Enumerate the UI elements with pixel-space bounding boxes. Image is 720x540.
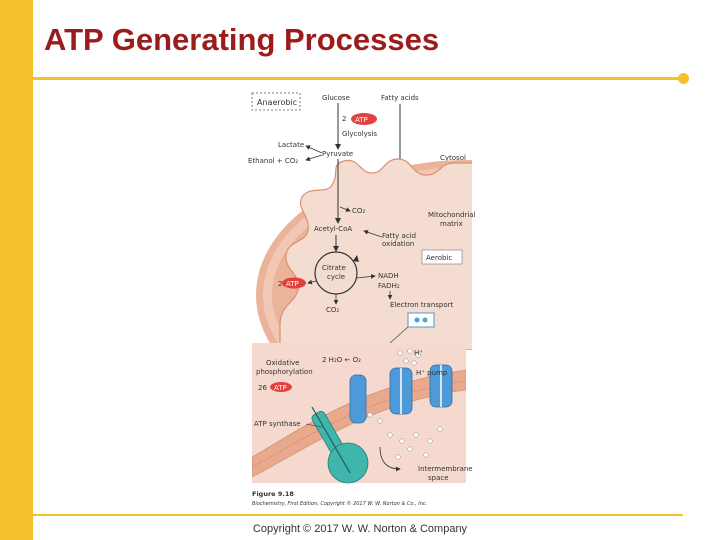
atp-oxphos-badge: [270, 382, 292, 392]
acetyl-coa-label: Acetyl-CoA: [314, 225, 352, 233]
citrate-cycle-line1: Citrate: [322, 264, 346, 272]
intermembrane-line2: space: [428, 474, 449, 482]
atp-oxphos-count: 26: [258, 384, 267, 392]
ethanol-co2-label: Ethanol + CO₂: [248, 157, 298, 165]
mito-matrix-label-line2: matrix: [440, 220, 463, 228]
glycolysis-label: Glycolysis: [342, 130, 377, 138]
fatty-acid-oxidation-line2: oxidation: [382, 240, 414, 248]
aerobic-label: Aerobic: [426, 254, 452, 262]
fatty-acids-label: Fatty acids: [381, 94, 419, 102]
atp-oxphos-label: ATP: [274, 384, 287, 392]
pyruvate-to-lactate-arrow: [305, 145, 323, 154]
cytosol-label: Cytosol: [440, 154, 466, 162]
left-accent-bar: [0, 0, 33, 540]
proton-particles: [367, 348, 443, 460]
h-plus-label: H⁺: [414, 349, 423, 357]
atp-synthase-head: [327, 442, 369, 484]
oxidative-phos-line1: Oxidative: [266, 359, 299, 367]
proton-flow-arrow: [379, 446, 401, 472]
atp-synthase-rotor: [311, 406, 351, 474]
cycle-to-atp-arrow: [307, 279, 317, 285]
atp-cycle-badge: [282, 277, 306, 289]
fatty-acid-oxidation-line1: Fatty acid: [382, 232, 416, 240]
lactate-label: Lactate: [278, 141, 304, 149]
atp-synthase-pointer: [305, 423, 323, 428]
title-rule-end-dot: [678, 73, 689, 84]
figure-credit: Biochemistry, First Edition, Copyright ©…: [252, 500, 427, 507]
cycle-to-nadh-arrow: [356, 274, 376, 279]
pyruvate-to-ethanol-arrow: [305, 154, 323, 162]
atp-glycolysis-count: 2: [342, 115, 346, 123]
zoom-protein-dot: [414, 317, 420, 323]
copyright-footer: Copyright © 2017 W. W. Norton & Company: [252, 523, 468, 535]
cycle-arrowhead: [353, 255, 359, 262]
co2-bottom-label: CO₂: [326, 306, 339, 314]
fadh2-label: FADH₂: [378, 282, 400, 290]
atp-cycle-label: ATP: [286, 280, 299, 288]
atp-synthase-label: ATP synthase: [254, 420, 301, 428]
slide-title: ATP Generating Processes: [44, 22, 440, 57]
h-plus-pump-label: H⁺ pump: [416, 369, 448, 377]
mitochondrion: [256, 158, 472, 350]
glucose-label: Glucose: [322, 94, 350, 102]
zoom-connector-line: [389, 326, 409, 344]
atp-pathways-figure: Anaerobic Glucose Fatty acids 2 ATP Glyc…: [248, 92, 476, 507]
figure-number: Figure 9.18: [252, 490, 294, 498]
oxidative-phos-line2: phosphorylation: [256, 368, 313, 376]
atp-glycolysis-label: ATP: [355, 116, 368, 124]
mito-matrix-label-line1: Mitochondrial: [428, 211, 476, 219]
zoom-protein-dot: [422, 317, 428, 323]
intermembrane-line1: Intermembrane: [418, 465, 473, 473]
nadh-label: NADH: [378, 272, 399, 280]
citrate-cycle-line2: cycle: [327, 273, 345, 281]
pyruvate-label: Pyruvate: [322, 150, 353, 158]
title-underline-rule: [33, 77, 683, 80]
etc-protein-1: [349, 374, 367, 424]
aerobic-box: [421, 249, 463, 265]
water-oxygen-label: 2 H₂O ← O₂: [322, 356, 361, 364]
fatty-acid-to-acetyl-arrow: [363, 229, 383, 238]
atp-cycle-count: 2: [278, 280, 282, 288]
co2-top-label: CO₂: [352, 207, 365, 215]
zoom-indicator-box: [407, 312, 435, 328]
co2-release-arrow: [339, 206, 351, 212]
anaerobic-box: [251, 92, 301, 111]
footer-rule: [33, 514, 683, 516]
anaerobic-label: Anaerobic: [257, 98, 297, 107]
electron-transport-label: Electron transport: [390, 301, 454, 309]
atp-glycolysis-badge: [351, 113, 377, 125]
